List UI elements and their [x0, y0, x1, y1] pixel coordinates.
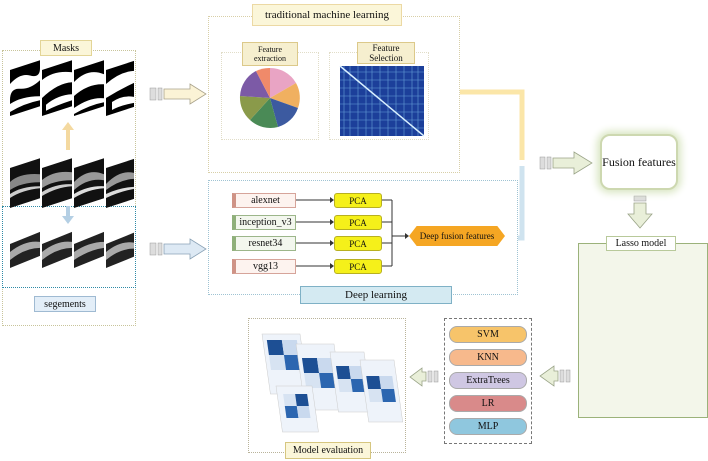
- arrow-to-evaluation: [409, 367, 439, 387]
- arrow-to-traditional: [149, 83, 207, 105]
- classifier-list: [444, 318, 532, 444]
- oct-images: [10, 158, 134, 208]
- model-mlp: MLP: [449, 418, 527, 435]
- segments-label: segements: [34, 296, 96, 312]
- model-extratrees: ExtraTrees: [449, 372, 527, 389]
- confusion-matrices: [261, 333, 403, 433]
- arrow-to-deep: [149, 238, 207, 260]
- masks-label: Masks: [40, 40, 92, 56]
- model-svm: SVM: [449, 326, 527, 343]
- model-lr: LR: [449, 395, 527, 412]
- fusion-features-box: Fusion features: [600, 134, 678, 190]
- arrow-to-lasso: [627, 195, 653, 229]
- deep-connectors: [296, 199, 406, 267]
- pca-box-1: PCA: [334, 193, 382, 208]
- feature-extraction-label: Feature extraction: [242, 42, 298, 66]
- feature-selection-heatmap: [339, 65, 425, 137]
- model-evaluation-label: Model evaluation: [285, 442, 371, 459]
- feature-selection-panel: [329, 52, 429, 140]
- network-inception-v3: inception_v3: [232, 215, 296, 230]
- lasso-model-panel: [578, 243, 708, 418]
- model-evaluation-panel: [248, 318, 406, 453]
- lasso-model-label: Lasso model: [606, 236, 676, 251]
- pca-box-4: PCA: [334, 259, 382, 274]
- network-resnet34: resnet34: [232, 236, 296, 251]
- model-knn: KNN: [449, 349, 527, 366]
- network-alexnet: alexnet: [232, 193, 296, 208]
- deep-learning-title: Deep learning: [300, 286, 452, 304]
- pca-box-3: PCA: [334, 236, 382, 251]
- feature-selection-label: Feature Selection: [357, 42, 415, 64]
- segment-images: [10, 231, 134, 268]
- feature-extraction-pie: [239, 67, 300, 128]
- pca-box-2: PCA: [334, 215, 382, 230]
- deep-fusion-features: Deep fusion features: [409, 226, 505, 246]
- arrow-to-fusion: [539, 151, 593, 175]
- traditional-ml-title: traditional machine learning: [252, 4, 402, 26]
- network-vgg13: vgg13: [232, 259, 296, 274]
- mask-images: [10, 60, 134, 116]
- arrow-to-models: [539, 365, 571, 387]
